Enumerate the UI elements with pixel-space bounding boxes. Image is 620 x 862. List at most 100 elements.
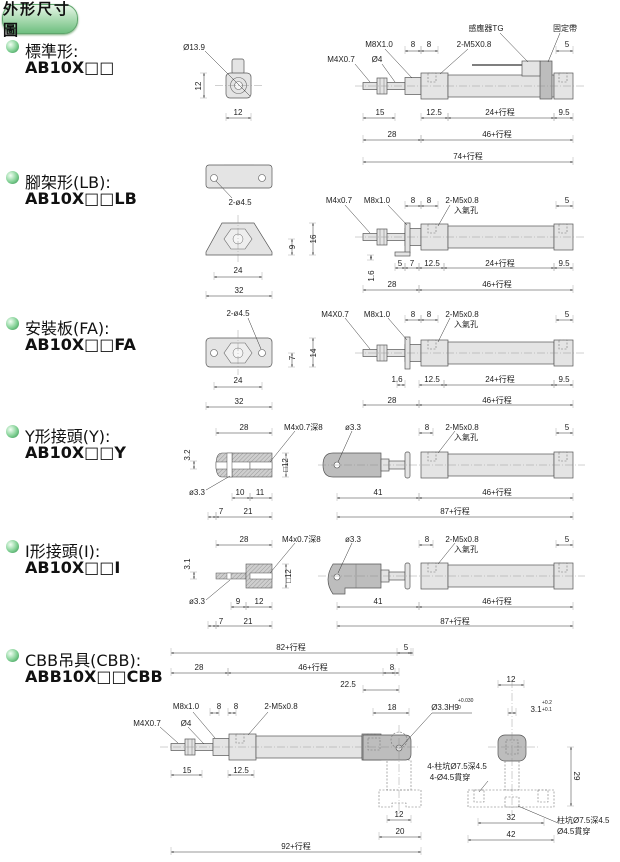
dim-label: ø3.3	[345, 535, 362, 544]
dim-label: 46+行程	[298, 662, 328, 672]
dim-label: 7	[288, 355, 297, 360]
dim-label: ø3.3	[189, 488, 206, 497]
fa-labels: 2-ø4.5 14 7 24 32 M4X0.7 M8x1.0 8 8 2-M5…	[226, 309, 570, 406]
dim-label: 9.5	[558, 375, 570, 384]
dim-label: 8	[217, 702, 222, 711]
section-title: Y形接頭(Y):	[25, 427, 111, 446]
dim-label: 4-Ø4.5貫穿	[430, 772, 470, 782]
dim-label: 8	[425, 535, 430, 544]
dim-label: M4X0.7	[327, 55, 355, 64]
dim-label: 2-M5x0.8	[445, 310, 479, 319]
dim-label: 9.5	[558, 259, 570, 268]
dim-label: M8x1.0	[173, 702, 200, 711]
y-side-view	[318, 430, 585, 479]
model-code: AB10X□□Y	[25, 443, 126, 462]
dim-label: 24	[234, 376, 243, 385]
model-code: AB10X□□LB	[25, 189, 137, 208]
dim-label: 7	[410, 259, 415, 268]
dim-label: 2-ø4.5	[228, 198, 252, 207]
tolerance-upper: +0.2	[542, 700, 552, 706]
bullet-icon	[6, 317, 19, 330]
model-code: ABB10X□□CBB	[25, 667, 163, 686]
lb-side-view	[344, 204, 585, 257]
dim-label: 8	[390, 663, 395, 672]
dim-label: M8X1.0	[365, 40, 393, 49]
section-title: CBB吊具(CBB):	[25, 651, 142, 670]
tolerance-lower: +0.1	[542, 707, 552, 713]
dim-label: 87+行程	[440, 506, 470, 516]
bullet-icon	[6, 425, 19, 438]
dim-label: 2-M5x0.8	[445, 535, 479, 544]
dim-label: 74+行程	[453, 151, 483, 161]
dim-label: 92+行程	[281, 841, 311, 851]
dim-label: 2-ø4.5	[226, 309, 250, 318]
dim-label: 3.1	[530, 705, 542, 714]
dim-label: 5	[565, 310, 570, 319]
dimension-lines	[170, 46, 574, 855]
y-labels: 28 M4x0.7深8 3.2 □12 ø3.3 10 11 7 21 ø3.3…	[183, 423, 570, 516]
dim-label: 12.5	[424, 375, 440, 384]
section-title: 標準形:	[25, 42, 79, 61]
dim-label: 12	[255, 597, 264, 606]
dim-label: 9.5	[558, 108, 570, 117]
dim-label: 20	[396, 827, 405, 836]
dim-label: 10	[236, 488, 245, 497]
dim-label: 46+行程	[482, 279, 512, 289]
dim-label: ø3.3	[345, 423, 362, 432]
dim-label: 46+行程	[482, 129, 512, 139]
dim-label: 12.5	[424, 259, 440, 268]
lb-bracket-views	[205, 164, 273, 262]
model-code: AB10X□□I	[25, 558, 121, 577]
section-title: 安裝板(FA):	[25, 319, 110, 338]
cbb-side-view	[159, 711, 472, 815]
dim-label: 1.6	[391, 375, 403, 384]
dim-label: 12.5	[426, 108, 442, 117]
dim-label: 28	[388, 396, 397, 405]
dim-label: M8x1.0	[364, 310, 391, 319]
section-title: 腳架形(LB):	[25, 173, 111, 192]
dim-label: 7	[219, 507, 224, 516]
dim-label: 12.5	[233, 766, 249, 775]
fa-plate-view	[205, 317, 273, 375]
dim-label: 28	[388, 130, 397, 139]
dim-label: Ø3.3H9	[431, 703, 459, 712]
dim-label: 15	[183, 766, 192, 775]
dim-label: 入氣孔	[454, 319, 478, 329]
dim-label: 8	[234, 702, 239, 711]
dim-label: 5	[565, 423, 570, 432]
dim-label: M4x0.7深8	[282, 535, 321, 544]
dim-label: 24+行程	[485, 374, 515, 384]
dim-label: M4X0.7	[321, 310, 349, 319]
dim-label: 46+行程	[482, 487, 512, 497]
dim-label: 22.5	[340, 680, 356, 689]
dim-label: 87+行程	[440, 616, 470, 626]
standard-side-view	[354, 32, 585, 99]
dim-label: M4X0.7	[133, 719, 161, 728]
page-title-banner: 外形尺寸圖	[2, 0, 78, 39]
lb-labels: 2-ø4.5 16 9 24 32 M4x0.7 M8x1.0 8 8 2-M5…	[228, 196, 570, 295]
dim-label: 82+行程	[276, 642, 306, 652]
dim-label: 7	[219, 617, 224, 626]
dim-label: 24+行程	[485, 258, 515, 268]
dim-label: 28	[388, 280, 397, 289]
dim-label: 12	[234, 108, 243, 117]
dim-label: M4x0.7	[326, 196, 353, 205]
dim-label: ø3.3	[189, 597, 206, 606]
dim-label: Ø4.5貫穿	[557, 826, 590, 836]
dim-label: 5	[404, 643, 409, 652]
dim-label: 8	[411, 196, 416, 205]
standard-front-view	[204, 50, 262, 99]
dim-label: 24	[234, 266, 243, 275]
dim-label: 2-M5x0.8	[264, 702, 298, 711]
dim-label: 5	[565, 535, 570, 544]
dim-label: 32	[235, 397, 244, 406]
dim-label: 16	[309, 234, 318, 243]
dim-label: 28	[195, 663, 204, 672]
bullet-icon	[6, 540, 19, 553]
page-title: 外形尺寸圖	[3, 0, 72, 39]
dim-label: 12	[194, 81, 203, 90]
dim-label: 3.2	[183, 449, 192, 461]
dim-label: 8	[427, 310, 432, 319]
dim-label: 4-柱坑Ø7.5深4.5	[427, 761, 487, 771]
